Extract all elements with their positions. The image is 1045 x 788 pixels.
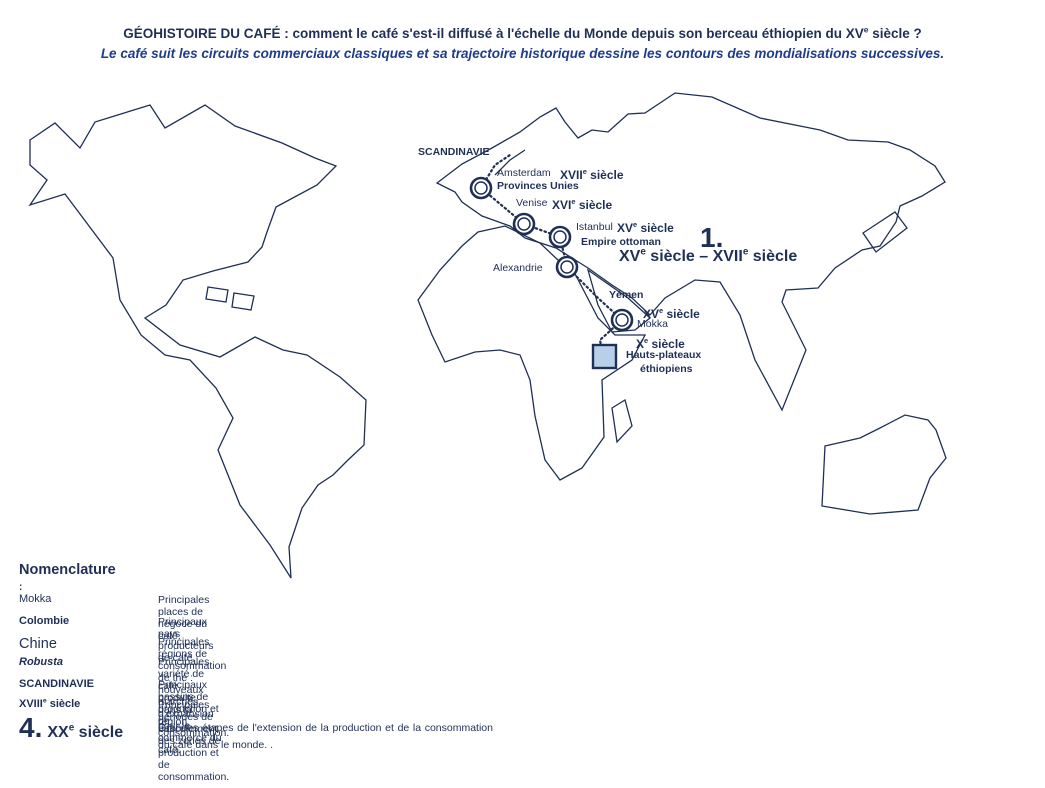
label-venise: Venise [516,197,548,209]
legend-desc-robusta: Principales variété de café produite dan… [158,656,210,728]
legend-key-siecle: XVIIIe siècle [19,697,81,710]
label-mokka-century: XVe siècle [643,306,700,321]
legend-key-stage: 4.XXe siècle [19,712,124,743]
alexandrie-ring-icon [555,255,579,279]
legend-desc-colombie: Principaux pays producteurs de café. [158,616,214,664]
label-stage-number: 1. [700,222,724,253]
label-alexandrie: Alexandrie [493,262,543,274]
label-ethiopiens: éthiopiens [640,363,693,375]
legend-desc-stage: Grandes étapes de l'extension de la prod… [158,722,493,751]
amsterdam-ring-icon [469,176,493,200]
legend-key-robusta: Robusta [19,656,63,668]
label-hauts-plateaux: Hauts-plateaux [626,349,702,361]
legend-desc-mokka: Principales places de négoce du café. [158,594,210,642]
japan-outline [862,211,908,253]
legend-key-colombie: Colombie [19,615,70,627]
legend-desc-siecle: Principales périodes de basculement des … [158,699,230,783]
arabia-outline [586,268,652,333]
legend-key-scandinavie: SCANDINAVIE [19,678,94,690]
coffee-trade-route [479,153,624,359]
istanbul-ring-icon [548,225,572,249]
mokka-ring-icon [610,308,634,332]
label-amsterdam: Amsterdam [497,167,551,179]
label-ethiopie-century: Xe siècle [636,336,685,351]
origin-square-marker [591,343,618,370]
legend-desc-chine: Principales régions de consommation de t… [158,636,227,756]
label-istanbul: Istanbul [576,221,613,233]
australia-outline [821,414,947,515]
eurasia-outline [435,92,946,412]
label-mokka: Mokka [637,318,668,330]
map-subtitle: Le café suit les circuits commerciaux cl… [100,46,945,61]
label-scandinavie: SCANDINAVIE [418,146,490,158]
label-venise-century: XVIe siècle [552,197,613,212]
label-empire-ottoman: Empire ottoman [581,236,661,248]
map-title: GÉOHISTOIRE DU CAFÉ : comment le café s'… [123,24,922,41]
legend-title: Nomenclature : [19,562,116,593]
legend-key-chine: Chine [19,636,57,652]
venise-ring-icon [512,212,536,236]
label-provinces-unies: Provinces Unies [497,180,579,192]
label-istanbul-century: XVe siècle [617,220,674,235]
madagascar-outline [611,398,633,444]
caribbean-island-1 [205,286,229,303]
legend-key-mokka: Mokka [19,593,52,605]
label-amsterdam-century: XVIIe siècle [560,167,624,182]
label-yemen: Yémen [609,289,644,301]
caribbean-island-2 [231,292,255,311]
americas-outline [28,104,367,579]
label-stage-period: XVe siècle – XVIIe siècle [619,246,798,265]
legend-desc-scandinavie: Principaux bassins de production et de c… [158,679,230,739]
scandinavia-coast [494,149,526,176]
